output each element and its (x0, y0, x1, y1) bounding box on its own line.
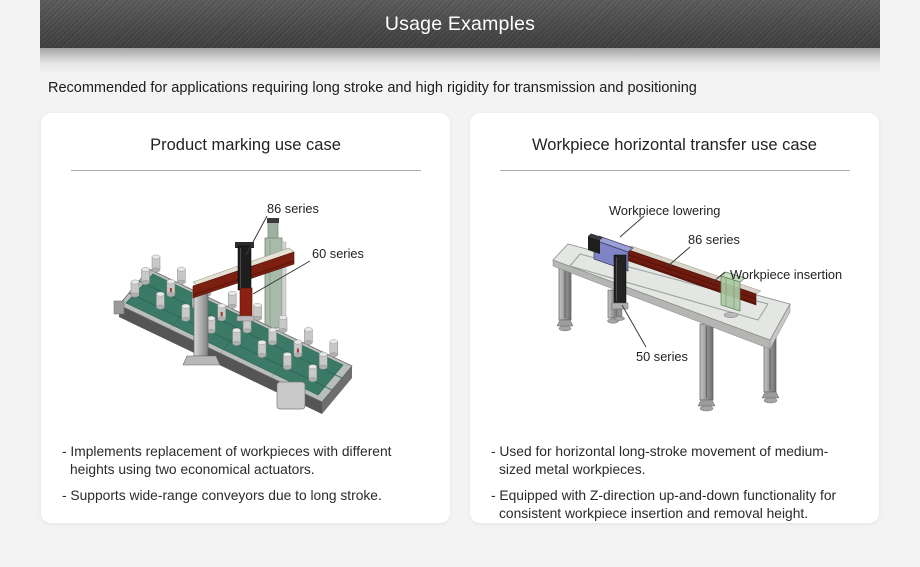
conveyor-gantry-drawing: 86 series 60 series (113, 201, 364, 414)
card-product-marking: Product marking use case (41, 113, 450, 523)
card-title-product-marking: Product marking use case (150, 136, 341, 154)
leader-line-workpiece-insertion (712, 271, 726, 283)
workpiece-transfer-illustration: Workpiece lowering 86 series Workpiece i… (470, 192, 879, 427)
label-86-series: 86 series (688, 232, 740, 247)
title-divider (70, 170, 421, 171)
cards-row: Product marking use case (41, 113, 880, 523)
bullet-item: - Implements replacement of workpieces w… (62, 444, 392, 477)
bullet-item: - Equipped with Z-direction up-and-down … (491, 487, 837, 521)
leader-line-60-series (252, 260, 311, 295)
label-50-series: 50 series (636, 349, 688, 364)
label-86-series: 86 series (267, 201, 319, 216)
title-divider (499, 170, 850, 171)
leader-line-50-series (621, 304, 647, 348)
bullet-list: - Used for horizontal long-stroke moveme… (491, 443, 851, 523)
intro-text: Recommended for applications requiring l… (48, 80, 697, 96)
conveyor-drive-box (276, 381, 306, 410)
product-marking-illustration: 86 series 60 series (41, 192, 450, 427)
leader-line-86-series (667, 246, 691, 267)
header-bar: Usage Examples (40, 0, 880, 48)
label-workpiece-insertion: Workpiece insertion (730, 267, 842, 282)
card-workpiece-transfer: Workpiece horizontal transfer use case (470, 113, 879, 523)
header-shadow (40, 48, 880, 74)
table-actuator-drawing: Workpiece lowering 86 series Workpiece i… (552, 203, 842, 412)
vertical-actuator-86-series (235, 242, 255, 322)
leader-line-86-series (245, 215, 268, 256)
page-title: Usage Examples (384, 12, 536, 35)
bullet-item: - Used for horizontal long-stroke moveme… (491, 444, 829, 477)
card-title-workpiece-transfer: Workpiece horizontal transfer use case (532, 136, 817, 154)
slider-block (720, 271, 746, 318)
vertical-actuator-50-series (611, 254, 629, 321)
gantry-post (182, 291, 221, 366)
bullet-item: - Supports wide-range conveyors due to l… (62, 487, 382, 503)
workpiece-cylinders (130, 254, 339, 383)
bullet-list: - Implements replacement of workpieces w… (62, 443, 422, 505)
label-60-series: 60 series (312, 246, 364, 261)
leader-line-workpiece-lowering (619, 215, 645, 238)
label-workpiece-lowering: Workpiece lowering (609, 203, 720, 218)
